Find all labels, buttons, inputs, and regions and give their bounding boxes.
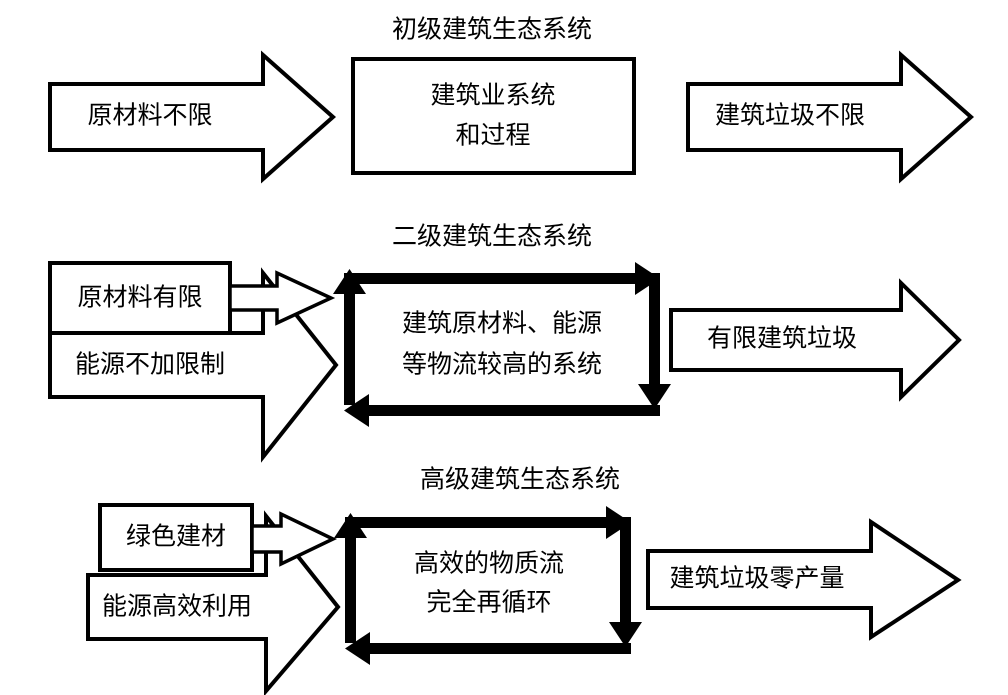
secondary-core-line-1: 建筑原材料、能源 xyxy=(402,309,602,338)
advanced-output-arrow-1: 建筑垃圾零产量 xyxy=(646,518,962,641)
primary-core-line-1: 建筑业系统 xyxy=(430,81,555,110)
secondary-core-cycle: 建筑原材料、能源 等物流较高的系统 xyxy=(333,262,671,427)
secondary-input-label-2: 能源不加限制 xyxy=(75,350,225,379)
secondary-input-box-1: 原材料有限 xyxy=(48,261,232,335)
primary-output-arrow-1: 建筑垃圾不限 xyxy=(686,50,975,184)
primary-output-label-1: 建筑垃圾不限 xyxy=(715,101,865,130)
secondary-output-label-1: 有限建筑垃圾 xyxy=(707,324,857,353)
secondary-input-small-arrow-1 xyxy=(228,270,336,326)
section-title-primary: 初级建筑生态系统 xyxy=(392,15,592,44)
advanced-core-line-1: 高效的物质流 xyxy=(414,549,564,578)
section-title-advanced: 高级建筑生态系统 xyxy=(420,465,620,494)
primary-core-line-2: 和过程 xyxy=(455,121,530,150)
advanced-output-label-1: 建筑垃圾零产量 xyxy=(669,564,844,593)
advanced-input-label-2: 能源高效利用 xyxy=(102,592,252,621)
section-title-secondary: 二级建筑生态系统 xyxy=(392,222,592,251)
secondary-core-line-2: 等物流较高的系统 xyxy=(402,350,602,379)
primary-input-label-1: 原材料不限 xyxy=(87,101,212,130)
secondary-input-label-1: 原材料有限 xyxy=(77,283,202,312)
advanced-input-small-arrow-1 xyxy=(250,511,338,567)
primary-core-box: 建筑业系统 和过程 xyxy=(351,57,636,175)
advanced-core-line-2: 完全再循环 xyxy=(426,588,551,617)
secondary-input-arrow-2: 能源不加限制 xyxy=(48,267,339,463)
advanced-input-box-1: 绿色建材 xyxy=(98,503,254,572)
advanced-input-label-1: 绿色建材 xyxy=(126,522,226,551)
advanced-core-cycle: 高效的物质流 完全再循环 xyxy=(334,506,642,665)
primary-input-arrow-1: 原材料不限 xyxy=(48,50,337,184)
secondary-output-arrow-1: 有限建筑垃圾 xyxy=(669,278,962,402)
advanced-input-arrow-2: 能源高效利用 xyxy=(86,510,341,695)
